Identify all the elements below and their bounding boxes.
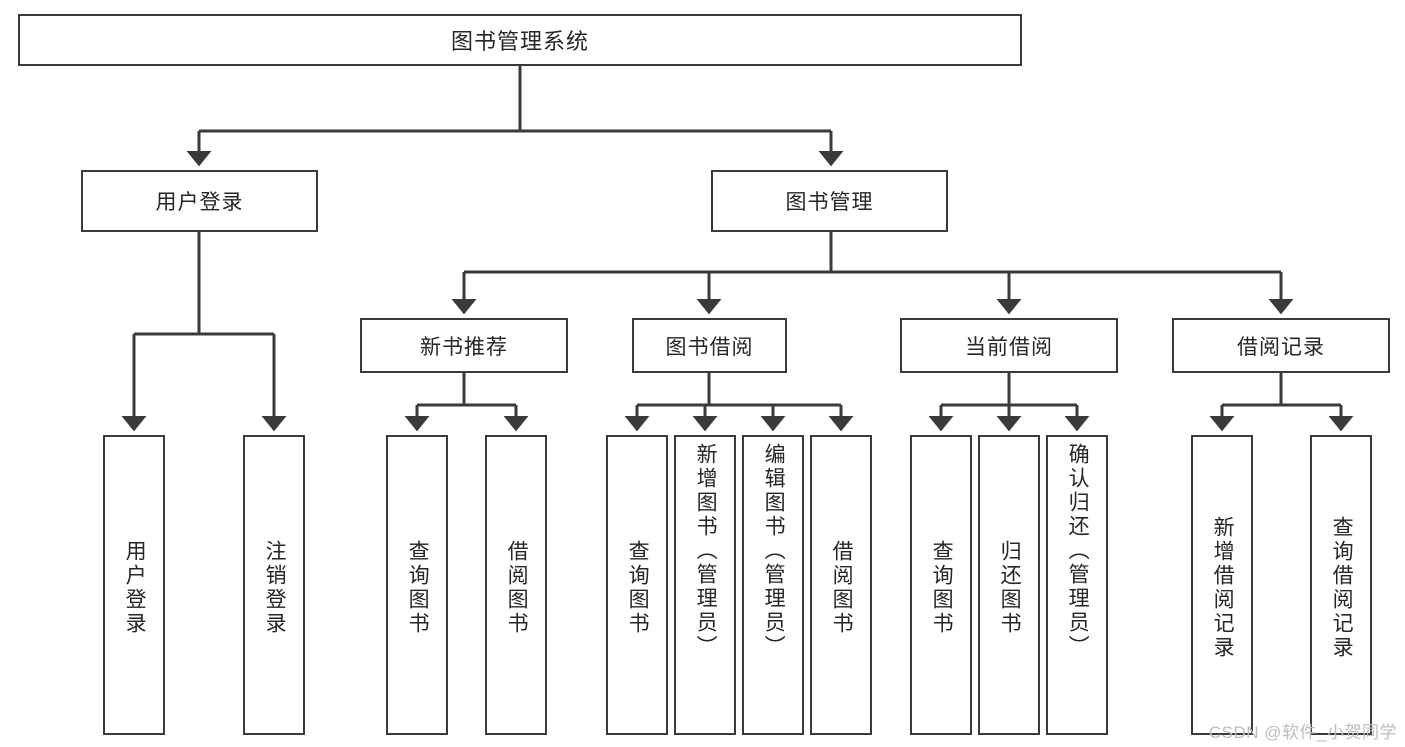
leaf-current-borrow-return[interactable]: 归还图书 [978, 435, 1040, 735]
leaf-label: 新增图书（管理员） [694, 443, 718, 659]
leaf-label: 借阅图书 [505, 540, 529, 636]
node-new-book-recommend[interactable]: 新书推荐 [360, 318, 568, 373]
node-book-borrow[interactable]: 图书借阅 [632, 318, 787, 373]
leaf-label: 用户登录 [123, 540, 147, 636]
node-borrow-record[interactable]: 借阅记录 [1172, 318, 1390, 373]
leaf-book-borrow-borrow[interactable]: 借阅图书 [810, 435, 872, 735]
leaf-book-borrow-edit[interactable]: 编辑图书（管理员） [742, 435, 804, 735]
leaf-book-borrow-query[interactable]: 查询图书 [606, 435, 668, 735]
leaf-new-book-query[interactable]: 查询图书 [386, 435, 448, 735]
leaf-label: 编辑图书（管理员） [762, 443, 786, 659]
leaf-label: 归还图书 [998, 540, 1022, 636]
leaf-label: 查询图书 [626, 540, 650, 636]
leaf-borrow-record-query[interactable]: 查询借阅记录 [1310, 435, 1372, 735]
leaf-label: 查询图书 [406, 540, 430, 636]
leaf-current-borrow-confirm[interactable]: 确认归还（管理员） [1046, 435, 1108, 735]
leaf-label: 借阅图书 [830, 540, 854, 636]
leaf-label: 查询借阅记录 [1330, 516, 1354, 660]
node-root[interactable]: 图书管理系统 [18, 14, 1022, 66]
leaf-book-borrow-add[interactable]: 新增图书（管理员） [674, 435, 736, 735]
leaf-new-book-borrow[interactable]: 借阅图书 [485, 435, 547, 735]
leaf-borrow-record-add[interactable]: 新增借阅记录 [1191, 435, 1253, 735]
leaf-user-login-logout[interactable]: 注销登录 [243, 435, 305, 735]
leaf-user-login-login[interactable]: 用户登录 [103, 435, 165, 735]
leaf-current-borrow-query[interactable]: 查询图书 [910, 435, 972, 735]
leaf-label: 查询图书 [930, 540, 954, 636]
leaf-label: 新增借阅记录 [1211, 516, 1235, 660]
node-current-borrow[interactable]: 当前借阅 [900, 318, 1118, 373]
watermark-text: CSDN @软件_小贺同学 [1208, 723, 1397, 742]
leaf-label: 注销登录 [263, 540, 287, 636]
node-user-login[interactable]: 用户登录 [81, 170, 318, 232]
leaf-label: 确认归还（管理员） [1066, 443, 1090, 659]
node-book-management[interactable]: 图书管理 [711, 170, 948, 232]
